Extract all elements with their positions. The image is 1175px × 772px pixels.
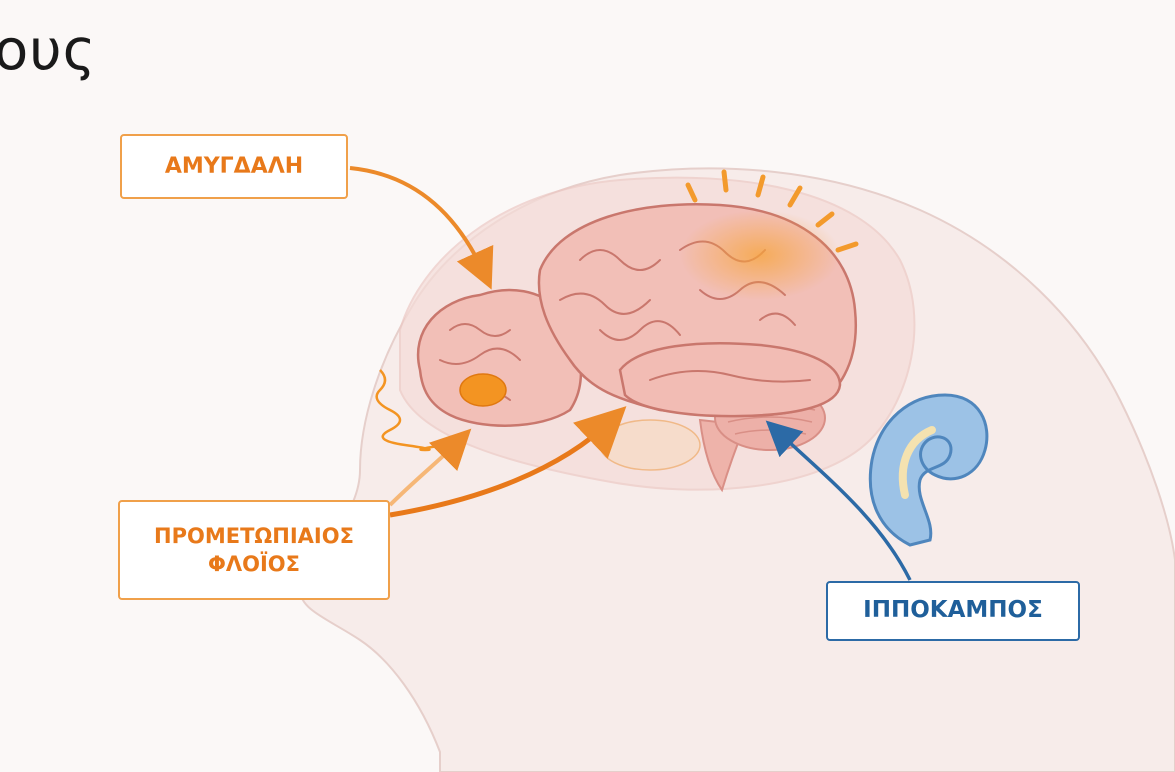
prefrontal-label-line2: ΦΛΟΪΟΣ bbox=[208, 550, 300, 578]
prefrontal-cortex-label: ΠΡΟΜΕΤΩΠΙΑΙΟΣ ΦΛΟΪΟΣ bbox=[118, 500, 390, 600]
amygdala-highlight bbox=[460, 374, 506, 406]
prefrontal-label-line1: ΠΡΟΜΕΤΩΠΙΑΙΟΣ bbox=[154, 522, 354, 550]
amygdala-label-text: ΑΜΥΓΔΑΛΗ bbox=[165, 152, 303, 182]
amygdala-label: ΑΜΥΓΔΑΛΗ bbox=[120, 134, 348, 199]
limbic-area bbox=[600, 420, 700, 470]
hippocampus-label: ΙΠΠΟΚΑΜΠΟΣ bbox=[826, 581, 1080, 641]
hippocampus-label-text: ΙΠΠΟΚΑΜΠΟΣ bbox=[863, 595, 1043, 626]
title-fragment: ους bbox=[0, 18, 97, 83]
